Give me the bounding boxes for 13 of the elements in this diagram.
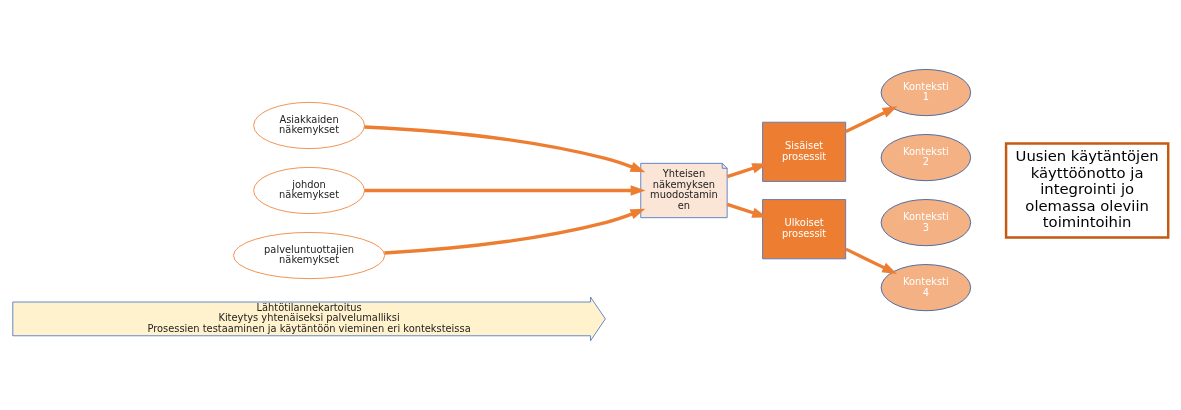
arrow xyxy=(364,185,646,196)
node-ellipse: Konteksti 3 xyxy=(880,199,972,247)
node-ellipse: Asiakkaiden näkemykset xyxy=(253,102,365,149)
node-box: Ulkoiset prosessit xyxy=(762,199,847,260)
node-box: Sisäiset prosessit xyxy=(762,121,847,182)
node-box: Uusien käytäntöjen käyttöönotto ja integrointi jo olemassa oleviin toimintoihin xyxy=(1004,142,1170,239)
node-ellipse: Konteksti 2 xyxy=(880,134,972,182)
arrow xyxy=(384,208,646,255)
arrow xyxy=(364,125,646,173)
arrow xyxy=(845,106,898,134)
node-ellipse: johdon näkemykset xyxy=(253,167,365,214)
arrow xyxy=(845,247,898,274)
node-ellipse: palveluntuottajien näkemykset xyxy=(233,232,386,280)
